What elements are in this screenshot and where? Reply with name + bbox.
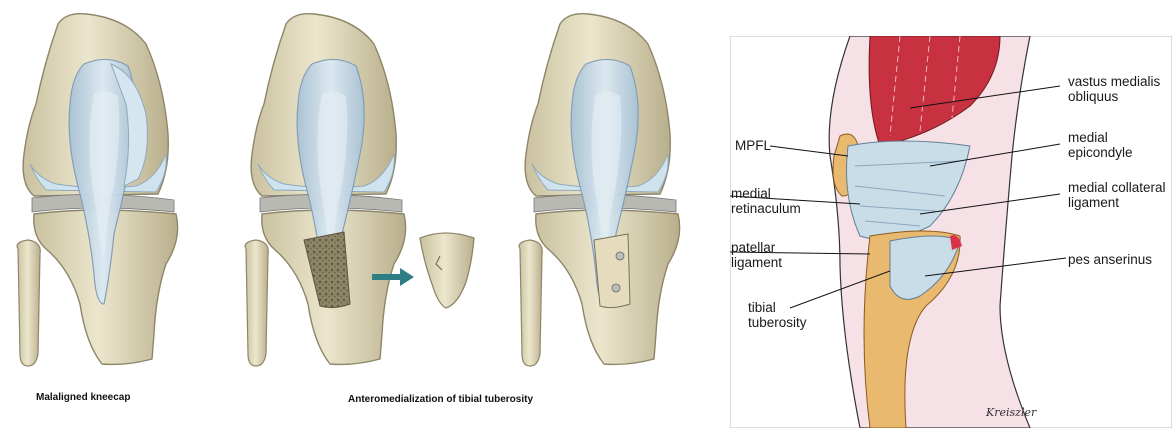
label-patellar-ligament: patellar ligament	[731, 240, 782, 270]
label-mpfl: MPFL	[735, 138, 771, 153]
label-tibial-tuberosity: tibial tuberosity	[748, 300, 807, 330]
label-medial-retinaculum: medial retinaculum	[731, 186, 801, 216]
tuberosity-fragment	[420, 233, 474, 308]
screw-icon	[616, 252, 624, 260]
label-pes-anserinus: pes anserinus	[1068, 252, 1152, 267]
screw-icon	[612, 284, 620, 292]
label-medial-epicondyle: medial epicondyle	[1068, 130, 1133, 160]
label-medial-collateral: medial collateral ligament	[1068, 180, 1166, 210]
knee-malaligned	[17, 14, 178, 366]
label-vastus-medialis: vastus medialis obliquus	[1068, 74, 1160, 104]
artist-signature: Kreiszler	[985, 406, 1037, 419]
caption-anteromedialization: Anteromedialization of tibial tuberosity	[348, 394, 533, 405]
caption-malaligned: Malaligned kneecap	[36, 392, 130, 403]
knee-illustrations	[0, 0, 700, 431]
knee-osteotomy	[245, 14, 406, 366]
knee-reattached	[519, 14, 680, 366]
